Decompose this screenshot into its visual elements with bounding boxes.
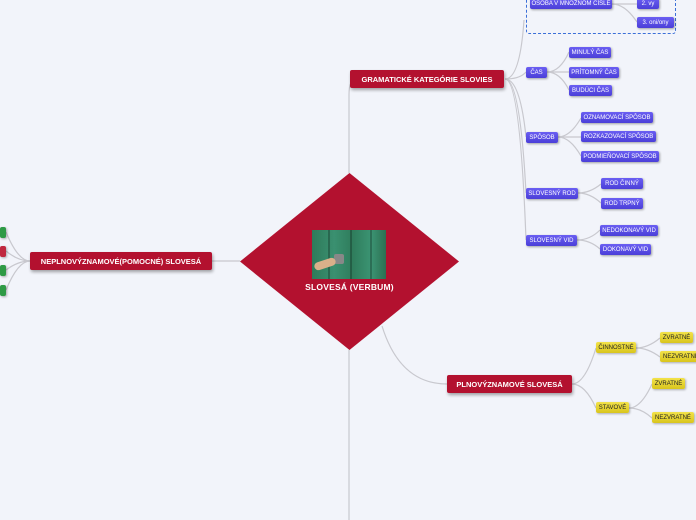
child-node-stub-4[interactable]	[0, 285, 6, 296]
node-state-nonreflexive[interactable]: NEZVRATNÉ	[652, 412, 694, 423]
node-person-plural[interactable]: OSOBA V MNOŽNOM ČÍSLE	[530, 0, 612, 9]
node-second-person[interactable]: 2. vy	[637, 0, 659, 9]
node-activity-reflexive[interactable]: ZVRATNÉ	[660, 332, 693, 343]
node-aspect[interactable]: SLOVESNÝ VID	[526, 235, 577, 246]
child-node-stub-1[interactable]	[0, 227, 6, 238]
node-full-meaning-verbs[interactable]: PLNOVÝZNAMOVÉ SLOVESÁ	[447, 375, 572, 393]
node-grammatical-categories[interactable]: GRAMATICKÉ KATEGÓRIE SLOVIES	[350, 70, 504, 88]
node-imperfective-aspect[interactable]: NEDOKONAVÝ VID	[600, 225, 658, 236]
node-perfective-aspect[interactable]: DOKONAVÝ VID	[600, 244, 651, 255]
painting-wall-photo	[312, 230, 386, 279]
node-activity-verbs[interactable]: ČINNOSTNÉ	[596, 342, 636, 353]
node-future-tense[interactable]: BUDÚCI ČAS	[569, 85, 612, 96]
child-node-stub-3[interactable]	[0, 265, 6, 276]
node-active-voice[interactable]: ROD ČINNÝ	[601, 178, 643, 189]
node-past-tense[interactable]: MINULÝ ČAS	[569, 47, 611, 58]
node-state-reflexive[interactable]: ZVRATNÉ	[652, 378, 685, 389]
node-passive-voice[interactable]: ROD TRPNÝ	[601, 198, 643, 209]
node-indicative-mood[interactable]: OZNAMOVACÍ SPÔSOB	[581, 112, 653, 123]
child-node-stub-2[interactable]	[0, 246, 6, 257]
node-state-verbs[interactable]: STAVOVÉ	[596, 402, 629, 413]
boundary-person-plural	[526, 0, 676, 34]
node-mood[interactable]: SPÔSOB	[526, 132, 558, 143]
node-third-person[interactable]: 3. oni/ony	[637, 17, 674, 28]
node-voice[interactable]: SLOVESNÝ ROD	[526, 188, 578, 199]
node-tense[interactable]: ČAS	[526, 67, 547, 78]
node-conditional-mood[interactable]: PODMIEŇOVACÍ SPÔSOB	[581, 151, 659, 162]
node-present-tense[interactable]: PRÍTOMNÝ ČAS	[569, 67, 619, 78]
node-imperative-mood[interactable]: ROZKAZOVACÍ SPÔSOB	[581, 131, 656, 142]
node-auxiliary-verbs[interactable]: NEPLNOVÝZNAMOVÉ(POMOCNÉ) SLOVESÁ	[30, 252, 212, 270]
node-activity-nonreflexive[interactable]: NEZVRATNÉ	[660, 351, 696, 362]
central-topic-label: SLOVESÁ (VERBUM)	[305, 282, 394, 292]
